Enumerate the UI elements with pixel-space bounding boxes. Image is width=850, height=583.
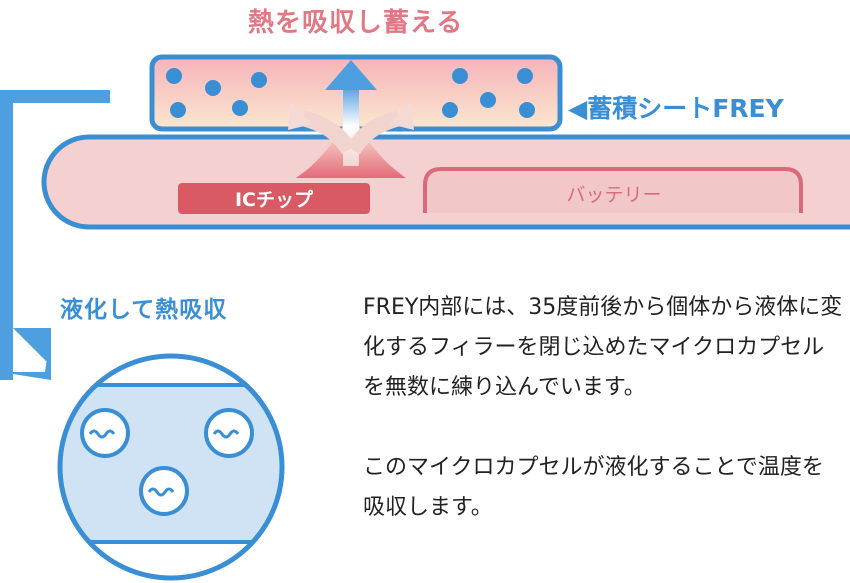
microcapsule-dots (166, 68, 535, 118)
flow-arrow-icon (0, 90, 110, 380)
microcapsule-closeup (57, 353, 285, 581)
description-paragraph: FREY内部には、35度前後から個体から液体に変化するフィラーを閉じ込めたマイク… (363, 295, 843, 400)
flow-arrow-icon (288, 60, 414, 166)
diagram-title: 熱を吸収し蓄える (248, 8, 464, 38)
description-paragraph: このマイクロカプセルが液化することで温度を吸収します。 (363, 455, 824, 520)
liquefy-label: 液化して熱吸収 (60, 297, 228, 323)
battery-label: バッテリー (566, 184, 662, 206)
microcapsule-icon (80, 408, 130, 458)
ic-chip-label: ICチップ (234, 189, 313, 211)
microcapsule-icon (204, 408, 254, 458)
storage-sheet-label: ◀蓄積シートFREY (568, 94, 784, 123)
microcapsule-icon (139, 466, 189, 516)
ic-chip (178, 183, 370, 214)
battery (423, 167, 803, 213)
description: FREY内部には、35度前後から個体から液体に変化するフィラーを閉じ込めたマイク… (363, 288, 845, 528)
